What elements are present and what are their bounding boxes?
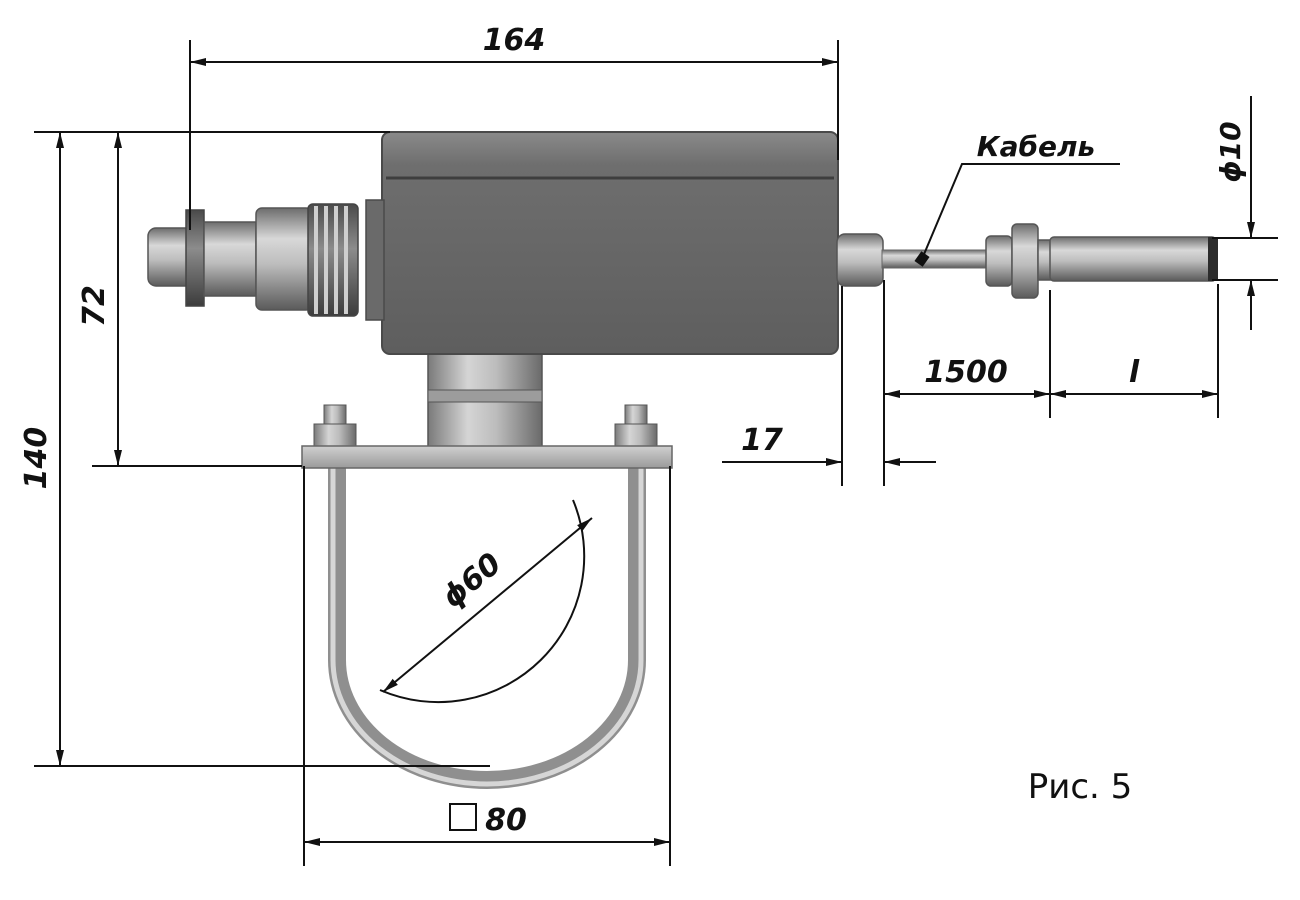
connector-knurl [307,203,359,317]
nut-left [313,423,357,447]
square-symbol [449,803,477,831]
mount-neck-ring [427,389,543,403]
label-cable: Кабель [977,130,1096,163]
label-d60: ϕ60 [436,546,509,615]
probe-connector [985,223,1053,299]
label-164: 164 [483,23,546,58]
label-17: 17 [741,423,783,458]
label-1500: 1500 [924,355,1008,390]
dimension-lines [34,40,1278,866]
u-bolt-highlight [330,465,644,787]
label-140: 140 [19,427,54,490]
nut-right [614,423,658,447]
device [147,131,1218,789]
label-d10: ϕ10 [1214,121,1247,182]
cable-gland [836,233,884,287]
probe-tip [1208,237,1218,281]
connector-left [147,203,359,317]
probe-tube [1049,236,1217,282]
pipe-arc [379,499,586,704]
housing-body [381,131,839,355]
label-80: 80 [485,803,527,838]
cable [881,249,989,269]
housing-left-boss [365,199,385,321]
cable-leader [921,163,1120,260]
label-72: 72 [77,285,112,327]
figure-caption: Рис. 5 [1028,767,1133,807]
dim-line-d60 [382,517,593,693]
dimension-labels: 164 140 72 80 ϕ60 17 1500 l ϕ10 Кабель Р… [19,23,1247,838]
label-l: l [1129,355,1140,390]
mount-plate [301,445,673,469]
u-bolt [328,465,646,789]
